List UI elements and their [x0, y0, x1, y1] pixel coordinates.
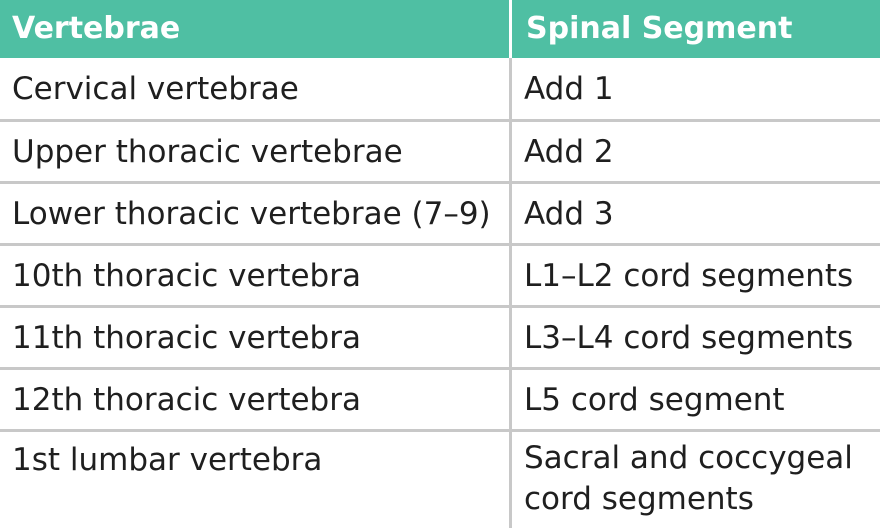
- header-vertebrae: Vertebrae: [0, 0, 512, 58]
- row-divider: [0, 243, 880, 246]
- segment-cell: Add 3: [524, 195, 614, 232]
- vertebrae-cell: Upper thoracic vertebrae: [0, 122, 512, 181]
- table-row: Upper thoracic vertebrae Add 2: [0, 122, 880, 181]
- row-divider: [0, 119, 880, 122]
- vertebrae-cell: 12th thoracic vertebra: [0, 370, 512, 429]
- row-divider: [0, 367, 880, 370]
- row-divider: [0, 181, 880, 184]
- segment-cell: L3–L4 cord segments: [524, 319, 854, 356]
- table-row: Lower thoracic vertebrae (7–9) Add 3: [0, 184, 880, 243]
- segment-cell: L1–L2 cord segments: [524, 257, 854, 294]
- segment-cell: Sacral and coccygeal cord segments: [524, 440, 853, 517]
- segment-cell: Add 2: [524, 133, 614, 170]
- vertebrae-cell: 11th thoracic vertebra: [0, 308, 512, 367]
- vertebrae-cell: 1st lumbar vertebra: [0, 432, 512, 528]
- table-row: 1st lumbar vertebra Sacral and coccygeal…: [0, 432, 880, 528]
- table-row: 11th thoracic vertebra L3–L4 cord segmen…: [0, 308, 880, 367]
- row-divider: [0, 429, 880, 432]
- table-row: 10th thoracic vertebra L1–L2 cord segmen…: [0, 246, 880, 305]
- vertebrae-cell: Lower thoracic vertebrae (7–9): [0, 184, 512, 243]
- segment-cell: Add 1: [524, 70, 614, 107]
- table-row: 12th thoracic vertebra L5 cord segment: [0, 370, 880, 429]
- vertebrae-cell: Cervical vertebrae: [0, 58, 512, 119]
- table-row: Cervical vertebrae Add 1: [0, 58, 880, 119]
- row-divider: [0, 305, 880, 308]
- header-spinal-segment: Spinal Segment: [526, 11, 793, 46]
- segment-cell: L5 cord segment: [524, 381, 785, 418]
- table-header-row: Vertebrae Spinal Segment: [0, 0, 880, 58]
- vertebrae-cell: 10th thoracic vertebra: [0, 246, 512, 305]
